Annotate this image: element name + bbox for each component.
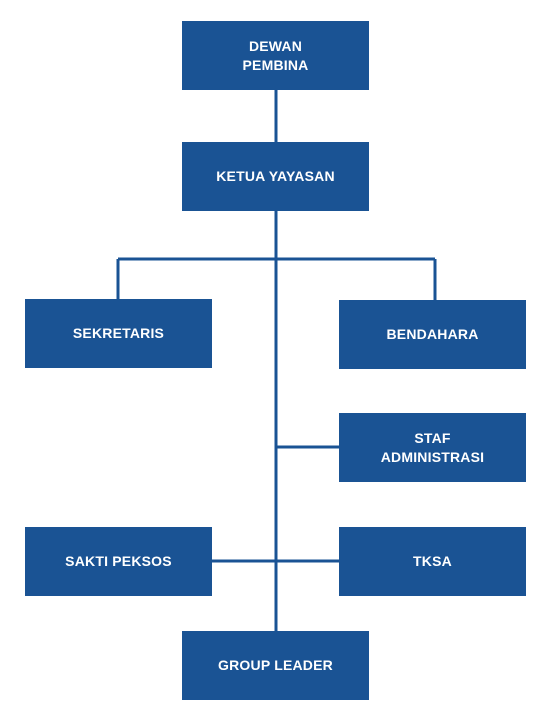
node-ketua-yayasan: KETUA YAYASAN [182,142,369,211]
node-group-leader: GROUP LEADER [182,631,369,700]
node-dewan-pembina: DEWAN PEMBINA [182,21,369,90]
node-sekretaris: SEKRETARIS [25,299,212,368]
node-bendahara: BENDAHARA [339,300,526,369]
node-tksa: TKSA [339,527,526,596]
node-sakti-peksos: SAKTI PEKSOS [25,527,212,596]
node-staf-administrasi: STAF ADMINISTRASI [339,413,526,482]
